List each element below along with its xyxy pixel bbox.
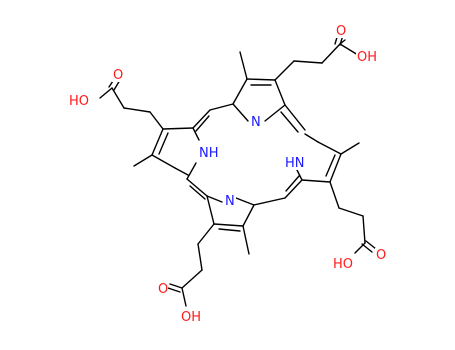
nh-left-label: NH xyxy=(199,146,219,161)
nitrogen-top-label: N xyxy=(251,115,261,130)
oxygen-top-left-label: O xyxy=(113,68,123,83)
hydroxyl-top-right-label: OH xyxy=(357,50,377,65)
nitrogen-bottom-label: N xyxy=(225,194,235,209)
atom-labels: N N NH HN O OH O HO O HO O OH xyxy=(68,24,386,325)
methyl-groups xyxy=(133,51,360,255)
hydroxyl-bottom-left-label: OH xyxy=(181,310,201,325)
hydroxyl-bottom-right-label: HO xyxy=(333,257,353,272)
macrocycle-bonds xyxy=(151,78,342,232)
hn-right-label: HN xyxy=(285,156,305,171)
hydroxyl-top-left-label: HO xyxy=(69,94,89,109)
oxygen-bottom-right-label: O xyxy=(376,248,386,263)
propanoic-acid-chains xyxy=(99,33,377,307)
oxygen-bottom-left-label: O xyxy=(158,282,168,297)
oxygen-top-right-label: O xyxy=(336,24,346,39)
